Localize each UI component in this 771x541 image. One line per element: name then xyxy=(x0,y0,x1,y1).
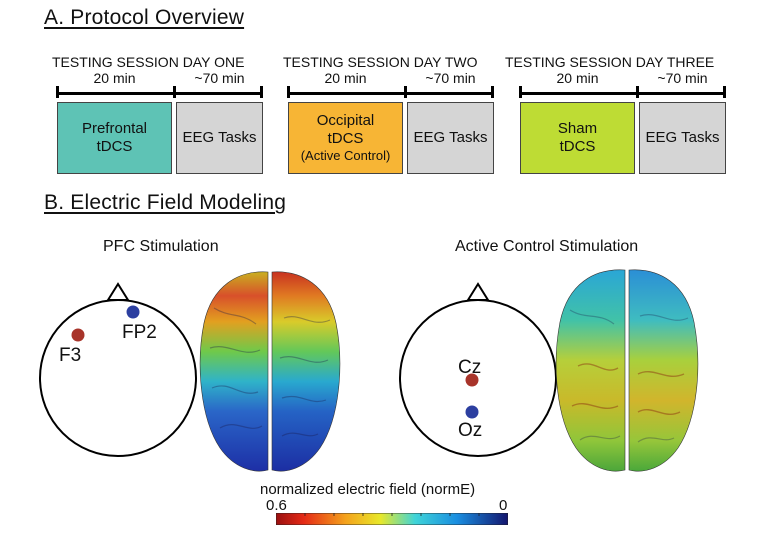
timeline-tick xyxy=(287,86,290,98)
electrode-fp2-dot xyxy=(126,305,140,319)
electrode-cz-dot xyxy=(465,373,479,387)
stim-line: Sham xyxy=(557,120,598,137)
timeline-tick xyxy=(636,86,639,98)
nose-icon xyxy=(466,282,490,301)
stimulation-box: Sham tDCS xyxy=(520,102,635,174)
electrode-label-f3: F3 xyxy=(59,345,82,366)
timeline-tick xyxy=(260,86,263,98)
nose-icon xyxy=(106,282,130,301)
session-label: TESTING SESSION DAY ONE xyxy=(52,54,245,70)
colorbar-min-label: 0.6 xyxy=(266,497,287,514)
head-outline xyxy=(39,299,197,457)
timeline-tick xyxy=(404,86,407,98)
session-label: TESTING SESSION DAY TWO xyxy=(283,54,478,70)
colorbar-max-label: 0 xyxy=(499,497,508,514)
section-b-title: B. Electric Field Modeling xyxy=(44,191,287,214)
electrode-label-fp2: FP2 xyxy=(122,322,157,343)
timeline-bar xyxy=(288,92,494,95)
timeline-tick xyxy=(491,86,494,98)
stim-line: tDCS xyxy=(327,130,364,148)
stim-duration: 20 min xyxy=(324,70,367,86)
stim-duration: 20 min xyxy=(556,70,599,86)
timeline-bar xyxy=(520,92,726,95)
stimulation-box: Occipital tDCS (Active Control) xyxy=(288,102,403,174)
stim-line: tDCS xyxy=(96,138,133,155)
stim-line: Prefrontal xyxy=(81,120,148,137)
timeline-tick xyxy=(519,86,522,98)
panel-title-pfc: PFC Stimulation xyxy=(103,238,219,255)
eeg-tasks-box: EEG Tasks xyxy=(407,102,494,174)
eeg-tasks-box: EEG Tasks xyxy=(176,102,263,174)
colorbar-title: normalized electric field (normE) xyxy=(260,481,476,498)
timeline-tick xyxy=(56,86,59,98)
stim-duration: 20 min xyxy=(93,70,136,86)
stim-line: tDCS xyxy=(559,138,596,155)
head-diagram-pfc xyxy=(39,282,197,457)
panel-title-active-control: Active Control Stimulation xyxy=(455,238,639,255)
colorbar xyxy=(276,513,508,525)
eeg-tasks-box: EEG Tasks xyxy=(639,102,726,174)
task-label: EEG Tasks xyxy=(182,129,257,146)
task-label: EEG Tasks xyxy=(413,129,488,146)
electrode-label-oz: Oz xyxy=(458,420,483,441)
stimulation-box: Prefrontal tDCS xyxy=(57,102,172,174)
timeline-tick xyxy=(173,86,176,98)
electrode-oz-dot xyxy=(465,405,479,419)
task-duration: ~70 min xyxy=(425,70,476,86)
task-label: EEG Tasks xyxy=(645,129,720,146)
head-diagram-active-control xyxy=(399,282,557,457)
stim-line: (Active Control) xyxy=(300,148,391,164)
timeline-bar xyxy=(57,92,263,95)
electrode-label-cz: Cz xyxy=(458,357,482,378)
task-duration: ~70 min xyxy=(194,70,245,86)
brain-map-pfc xyxy=(199,271,341,472)
session-label: TESTING SESSION DAY THREE xyxy=(505,54,715,70)
task-duration: ~70 min xyxy=(657,70,708,86)
stim-line: Occipital xyxy=(316,112,375,130)
timeline-tick xyxy=(723,86,726,98)
section-a-title: A. Protocol Overview xyxy=(44,6,245,29)
electrode-f3-dot xyxy=(71,328,85,342)
brain-map-active-control xyxy=(555,269,699,472)
